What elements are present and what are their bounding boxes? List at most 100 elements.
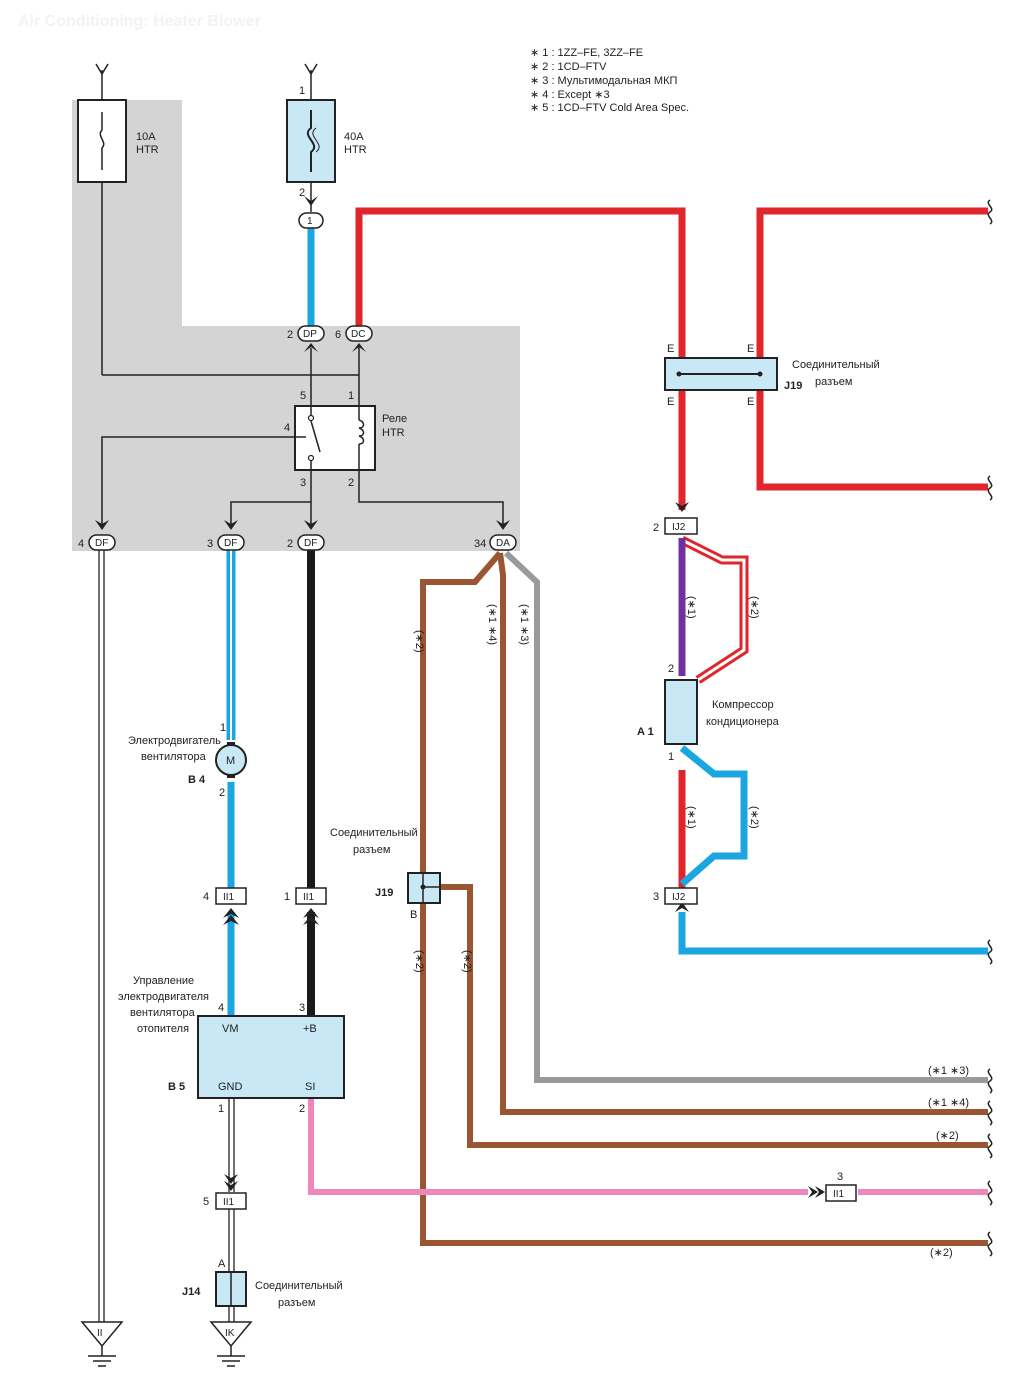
fuse-10a-rating: 10A (136, 131, 156, 143)
relay-pin-1: 1 (348, 390, 354, 402)
j19-top-pin-e4: E (747, 396, 754, 408)
controller-pin-si: 2 (299, 1103, 305, 1115)
ij2-bottom-code: IJ2 (672, 892, 686, 903)
fuse-40a-pin-top: 1 (299, 85, 305, 97)
ground-ik: IK (209, 1321, 253, 1367)
motor-label: Электродвигатель (128, 735, 221, 747)
fan-motor-b4: M 1 2 Электродвигатель вентилятора B 4 (128, 722, 247, 799)
motor-pin-2: 2 (219, 787, 225, 799)
connector-ii1-b: 1 II1 (284, 887, 327, 905)
note-blue-lower: (∗2) (748, 806, 760, 829)
note-brown-left: (∗2) (413, 630, 425, 653)
ii1-c-code: II1 (223, 1197, 235, 1208)
arrowheads (95, 63, 825, 1198)
connector-ii1-d: 3 II1 (825, 1171, 857, 1202)
compressor-a1: 2 1 Компрессор кондиционера A 1 (637, 663, 780, 763)
controller-pin-gnd: 1 (218, 1103, 224, 1115)
controller-gnd: GND (218, 1081, 243, 1093)
ii1-d-pin: 3 (837, 1171, 843, 1183)
df4-code: DF (95, 538, 108, 549)
controller-label-2: электродвигателя (118, 991, 209, 1003)
motor-code: B 4 (188, 774, 206, 786)
ii1-a-pin: 4 (203, 891, 209, 903)
df4-pin: 4 (78, 538, 84, 550)
ground-ii-label: II (97, 1328, 103, 1339)
relay-pin-3: 3 (300, 477, 306, 489)
relay-label: Реле (382, 413, 407, 425)
ii1-c-pin: 5 (203, 1196, 209, 1208)
fuse-10a: 10A HTR (77, 99, 159, 183)
connector-df-3: 3 DF (207, 534, 245, 551)
j19-mid-label-2: разъем (353, 844, 390, 856)
note-1: ∗ 1 : 1ZZ–FE, 3ZZ–FE (530, 47, 643, 59)
j19-top-pin-e1: E (667, 343, 674, 355)
j19-top-label: Соединительный (792, 359, 880, 371)
j19-mid-code: J19 (375, 887, 393, 899)
fuse-40a-conn: 1 (307, 216, 313, 227)
connector-ii1-c: 5 II1 (203, 1192, 247, 1210)
note-4: ∗ 4 : Except ∗3 (530, 89, 610, 101)
dc-code: DC (351, 329, 365, 340)
controller-label-1: Управление (133, 975, 194, 987)
junction-j14: A Соединительный разъем J14 (182, 1258, 343, 1309)
note-brown-end-3: (∗2) (930, 1247, 953, 1259)
note-gray-end: (∗1 ∗3) (928, 1065, 969, 1077)
df3-pin: 3 (207, 538, 213, 550)
note-red-lower: (∗1) (685, 806, 697, 829)
note-brown-end-2: (∗2) (936, 1130, 959, 1142)
compressor-code: A 1 (637, 726, 654, 738)
blue-wires (227, 228, 988, 1016)
fuse-40a-pin-bottom: 2 (299, 187, 305, 199)
fuse-40a: 40A HTR 1 2 1 (286, 85, 367, 229)
internal-wiring (101, 70, 504, 525)
df2-code: DF (304, 538, 317, 549)
note-3: ∗ 3 : Мультимодальная МКП (530, 75, 677, 87)
controller-pin-b: 3 (299, 1002, 305, 1014)
motor-symbol: M (226, 755, 235, 767)
note-brown-end-1: (∗1 ∗4) (928, 1097, 969, 1109)
df3-code: DF (224, 538, 237, 549)
note-2: ∗ 2 : 1CD–FTV (530, 61, 607, 73)
connector-ii1-a: 4 II1 (203, 887, 247, 905)
relay-name: HTR (382, 427, 405, 439)
connector-df-4: 4 DF (78, 534, 116, 551)
j14-pin: A (218, 1258, 226, 1270)
connector-dp: 2 DP (287, 325, 325, 342)
controller-code: B 5 (168, 1081, 185, 1093)
controller-si: SI (305, 1081, 315, 1093)
note-brown-mid: (∗1 ∗4) (486, 604, 498, 645)
connector-df-2: 2 DF (287, 534, 325, 551)
motor-label-2: вентилятора (141, 751, 207, 763)
controller-b: +B (303, 1023, 317, 1035)
ij2-top-pin: 2 (653, 522, 659, 534)
ii1-b-pin: 1 (284, 891, 290, 903)
j14-label-2: разъем (278, 1297, 315, 1309)
dp-pin: 2 (287, 329, 293, 341)
note-purple: (∗1) (685, 596, 697, 619)
junction-block (72, 100, 520, 551)
compressor-pin-1: 1 (668, 751, 674, 763)
ij2-top-code: IJ2 (672, 522, 686, 533)
fuse-10a-name: HTR (136, 144, 159, 156)
ii1-a-code: II1 (223, 892, 235, 903)
controller-pin-vm: 4 (218, 1002, 224, 1014)
motor-pin-1: 1 (220, 722, 226, 734)
compressor-pin-2: 2 (668, 663, 674, 675)
wire-break-marks (987, 199, 993, 1257)
da-code: DA (496, 538, 510, 549)
note-gray: (∗1 ∗3) (518, 604, 530, 645)
controller-label-3: вентилятора (130, 1007, 196, 1019)
junction-j19-top: E E E E Соединительный разъем J19 (664, 343, 880, 408)
ii1-b-code: II1 (303, 892, 315, 903)
df2-pin: 2 (287, 538, 293, 550)
controller-vm: VM (222, 1023, 239, 1035)
j19-top-pin-e2: E (747, 343, 754, 355)
note-brown-lower: (∗2) (413, 950, 425, 973)
da-pin: 34 (474, 538, 486, 550)
dc-pin: 6 (335, 329, 341, 341)
relay-htr: Реле HTR 5 1 4 3 2 (284, 390, 407, 489)
connector-dc: 6 DC (335, 325, 373, 342)
controller-label-4: отопителя (137, 1023, 189, 1035)
relay-pin-2: 2 (348, 477, 354, 489)
